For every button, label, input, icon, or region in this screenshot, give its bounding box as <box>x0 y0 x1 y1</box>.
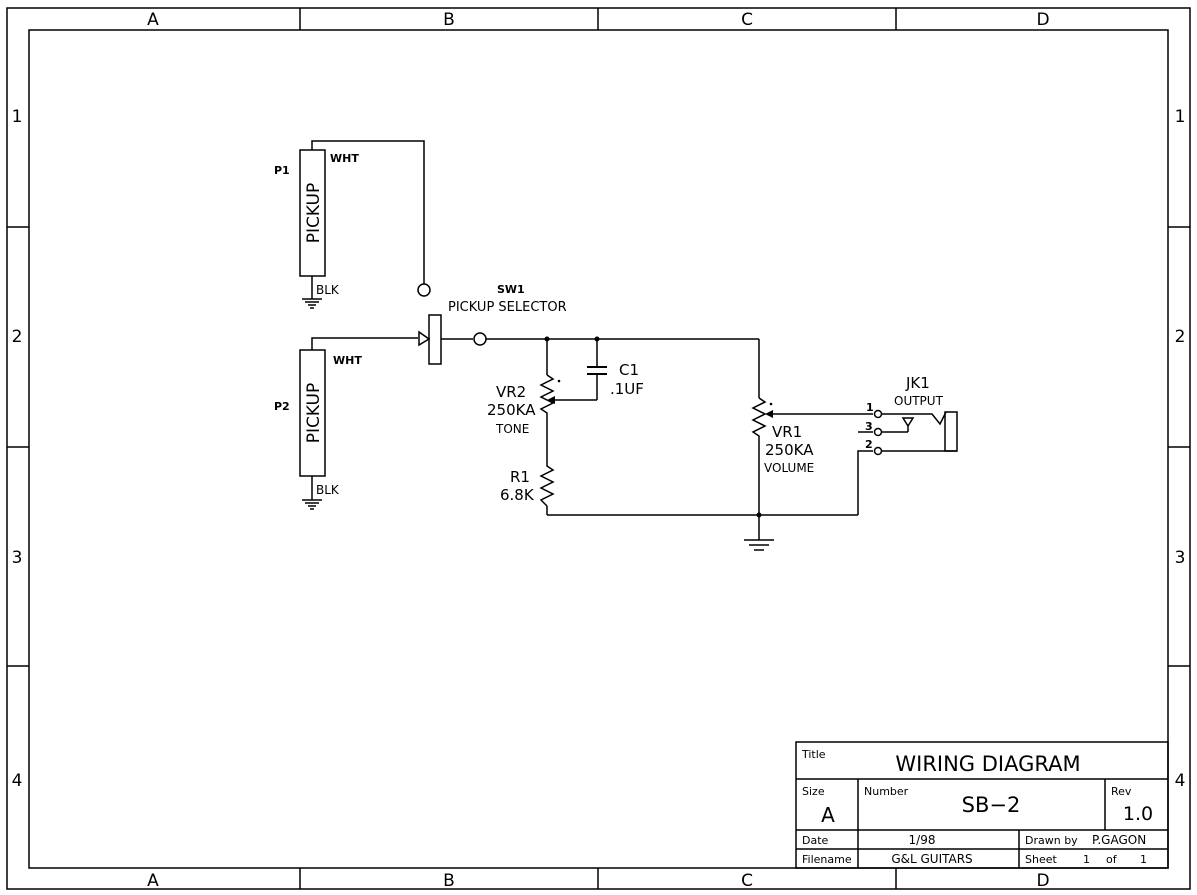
pickup-p1: PICKUP P1 WHT BLK <box>274 140 425 309</box>
jack-jk1-pin-2: 2 <box>865 438 873 451</box>
switch-sw1-ref: SW1 <box>497 283 525 296</box>
number-value: SB−2 <box>962 793 1021 817</box>
size-label: Size <box>802 785 825 798</box>
zone-col-d-top: D <box>1036 10 1049 30</box>
potentiometer-vr1: VR1 250KA VOLUME <box>751 397 873 475</box>
zone-col-d-bottom: D <box>1036 871 1049 891</box>
zone-col-a-bottom: A <box>147 871 159 891</box>
ground-icon <box>302 499 322 510</box>
title-block: Title WIRING DIAGRAM Size A Number SB−2 … <box>795 741 1169 869</box>
potentiometer-vr1-value: 250KA <box>765 441 814 459</box>
switch-sw1: SW1 PICKUP SELECTOR <box>417 283 567 365</box>
pickup-p1-hot-label: WHT <box>330 152 359 165</box>
capacitor-c1: C1 .1UF <box>555 361 644 401</box>
potentiometer-vr2-name: TONE <box>495 422 529 436</box>
pickup-p2-ref: P2 <box>274 400 290 413</box>
filename-label: Filename <box>802 853 852 866</box>
drawing-title: WIRING DIAGRAM <box>895 752 1080 776</box>
size-value: A <box>821 803 835 827</box>
jack-jk1: JK1 OUTPUT 1 3 2 <box>857 374 958 515</box>
signal-wiring <box>486 336 858 551</box>
pickup-p2-body-label: PICKUP <box>304 383 324 444</box>
filename-value: G&L GUITARS <box>891 852 972 866</box>
sheet-label: Sheet <box>1025 853 1057 866</box>
rev-label: Rev <box>1111 785 1132 798</box>
potentiometer-vr1-ref: VR1 <box>772 423 802 441</box>
switch-lever <box>428 314 442 365</box>
zone-col-a-top: A <box>147 10 159 30</box>
drawing-border <box>6 7 1191 890</box>
drawn-by-value: P.GAGON <box>1092 833 1146 847</box>
zone-row-3-left: 3 <box>12 548 23 568</box>
capacitor-c1-ref: C1 <box>619 361 639 379</box>
pickup-p2: PICKUP P2 WHT BLK <box>274 337 418 510</box>
potentiometer-vr2: VR2 250KA TONE <box>487 374 561 460</box>
potentiometer-vr2-ref: VR2 <box>496 383 526 401</box>
switch-contact-icon <box>473 332 487 346</box>
pickup-p1-ref: P1 <box>274 164 290 177</box>
pickup-p2-hot-label: WHT <box>333 354 362 367</box>
drawn-by-label: Drawn by <box>1025 834 1078 847</box>
rev-value: 1.0 <box>1123 803 1153 825</box>
of-value: 1 <box>1140 853 1147 866</box>
jack-jk1-name: OUTPUT <box>894 394 944 408</box>
pickup-p1-gnd-label: BLK <box>316 283 340 297</box>
title-label: Title <box>801 748 826 761</box>
zone-col-b-top: B <box>443 10 455 30</box>
switch-sw1-name: PICKUP SELECTOR <box>448 300 567 315</box>
ground-icon <box>744 539 774 551</box>
resistor-r1-ref: R1 <box>510 468 530 486</box>
of-label: of <box>1106 853 1118 866</box>
zone-row-2-right: 2 <box>1175 327 1186 347</box>
potentiometer-vr1-name: VOLUME <box>764 461 814 475</box>
zone-row-1-left: 1 <box>12 107 23 127</box>
zone-row-4-right: 4 <box>1175 771 1186 791</box>
zone-col-c-bottom: C <box>741 871 753 891</box>
zone-col-b-bottom: B <box>443 871 455 891</box>
resistor-r1-value: 6.8K <box>500 486 535 504</box>
jack-sleeve <box>944 411 958 452</box>
zone-row-3-right: 3 <box>1175 548 1186 568</box>
date-label: Date <box>802 834 829 847</box>
ground-icon <box>302 298 322 309</box>
pickup-p1-body-label: PICKUP <box>304 183 324 244</box>
jack-jk1-ref: JK1 <box>905 374 930 392</box>
potentiometer-vr2-value: 250KA <box>487 401 536 419</box>
zone-row-1-right: 1 <box>1175 107 1186 127</box>
jack-jk1-pin-3: 3 <box>865 420 873 433</box>
jack-jk1-pin-1: 1 <box>866 401 874 414</box>
pickup-p2-gnd-label: BLK <box>316 483 340 497</box>
sheet-value: 1 <box>1083 853 1090 866</box>
zone-col-c-top: C <box>741 10 753 30</box>
date-value: 1/98 <box>909 833 936 847</box>
capacitor-c1-value: .1UF <box>610 380 644 398</box>
zone-labels: A B C D A B C D 1 2 3 4 1 2 3 4 <box>12 10 1186 891</box>
zone-row-2-left: 2 <box>12 327 23 347</box>
zone-row-4-left: 4 <box>12 771 23 791</box>
number-label: Number <box>864 785 909 798</box>
resistor-r1: R1 6.8K <box>500 460 555 507</box>
switch-contact-icon <box>417 283 431 297</box>
